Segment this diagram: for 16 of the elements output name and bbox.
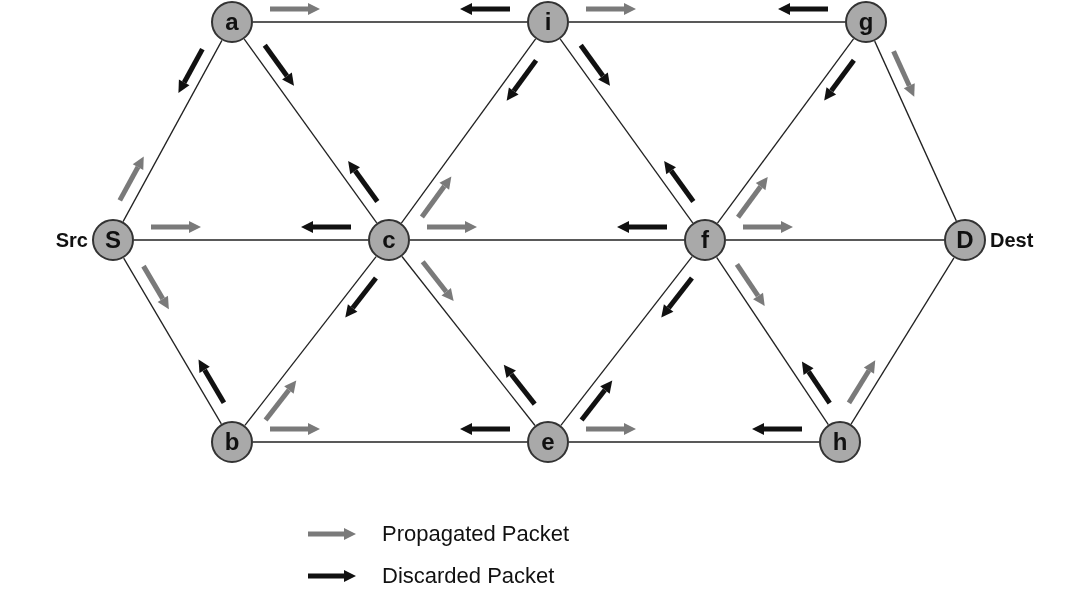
link-line bbox=[716, 38, 855, 224]
link-line bbox=[568, 21, 846, 23]
link-line bbox=[725, 239, 945, 241]
node-caption: Src bbox=[55, 230, 88, 250]
link-line bbox=[400, 38, 537, 224]
link-line bbox=[244, 255, 377, 427]
link-line bbox=[409, 239, 685, 241]
link-line bbox=[401, 255, 536, 427]
legend-label: Discarded Packet bbox=[382, 562, 555, 590]
legend-label: Propagated Packet bbox=[382, 520, 570, 548]
node-caption: Dest bbox=[990, 230, 1034, 250]
link-line bbox=[252, 21, 528, 23]
link-line bbox=[560, 255, 693, 427]
link-line bbox=[568, 441, 820, 443]
link-line bbox=[252, 441, 528, 443]
link-line bbox=[133, 239, 369, 241]
